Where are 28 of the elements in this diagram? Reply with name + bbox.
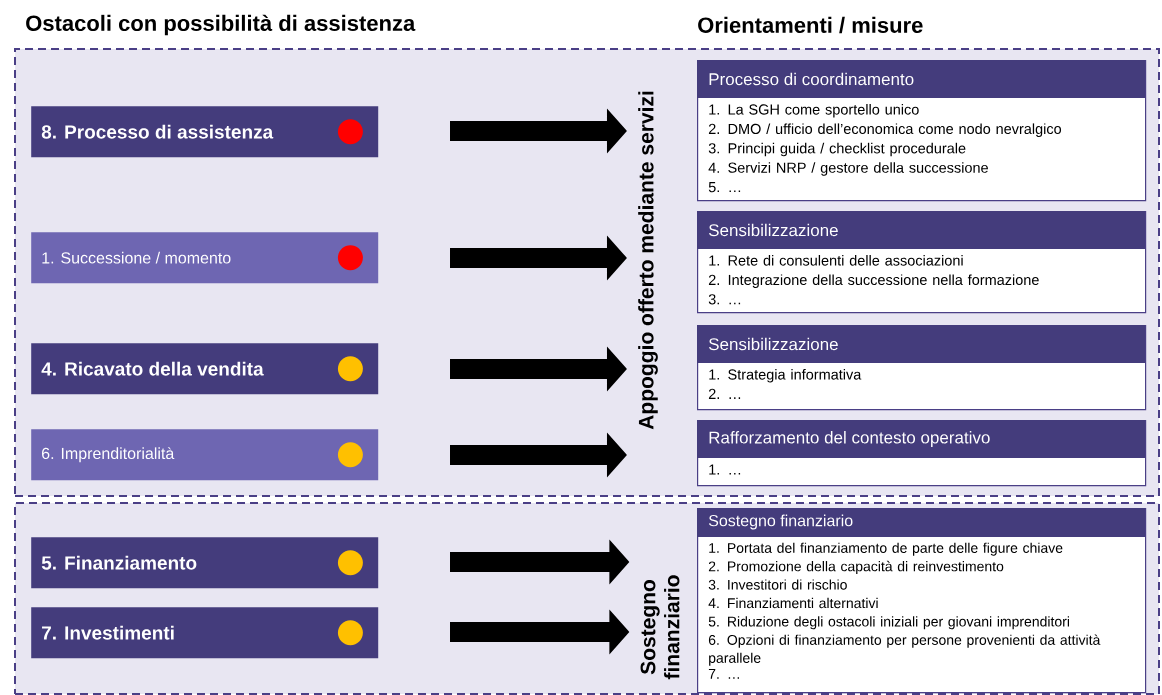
- list-item: 3. …: [708, 294, 741, 305]
- list-item: 1. La SGH come sportello unico: [709, 104, 919, 118]
- column-heading: Orientamenti / misure: [698, 16, 923, 34]
- list-item: 3. Investitori di rischio: [708, 579, 847, 590]
- list-item: 7. …: [708, 669, 739, 679]
- list-item: 3. Principi guida / checklist procedurale: [708, 142, 966, 157]
- obstacle-box: 6. Imprenditorialità: [31, 429, 379, 481]
- list-item: 1. Strategia informativa: [709, 369, 862, 383]
- list-item: 1. Portata del finanziamento de parte delle figure chiave: [709, 542, 1063, 556]
- vertical-label: Sostegno finanziario: [640, 575, 680, 680]
- list-item: 5. Riduzione degli ostacoli iniziali per giovani imprenditori: [708, 616, 1069, 630]
- list-item: 2. Promozione della capacità di reinvestimento: [708, 560, 1004, 575]
- list-item: 2. Integrazione della successione nella formazione: [708, 274, 1039, 288]
- list-item: 1. Rete di consulenti delle associazioni: [709, 255, 963, 266]
- obstacle-box: 4. Ricavato della vendita: [31, 343, 379, 395]
- column-heading: Ostacoli con possibilità di assistenza: [26, 14, 416, 36]
- list-item: 2. DMO / ufficio dell’economica come nodo nevralgico: [708, 123, 1062, 137]
- obstacle-box: 7. Investimenti: [31, 607, 379, 659]
- list-item: 6. Opzioni di finanziamento per persone provenienti da attività parallele: [708, 634, 1101, 666]
- list-item: 4. Finanziamenti alternativi: [708, 597, 878, 609]
- obstacle-box: 1. Successione / momento: [31, 232, 379, 284]
- list-item: 5. …: [708, 182, 741, 193]
- vertical-label: Appoggio offerto mediante servizi: [638, 91, 658, 430]
- list-item: 1. …: [709, 464, 741, 475]
- obstacle-box: 8. Processo di assistenza: [31, 106, 379, 158]
- obstacle-box: 5. Finanziamento: [31, 537, 379, 589]
- list-item: 4. Servizi NRP / gestore della successione: [708, 162, 988, 176]
- list-item: 2. …: [708, 388, 741, 399]
